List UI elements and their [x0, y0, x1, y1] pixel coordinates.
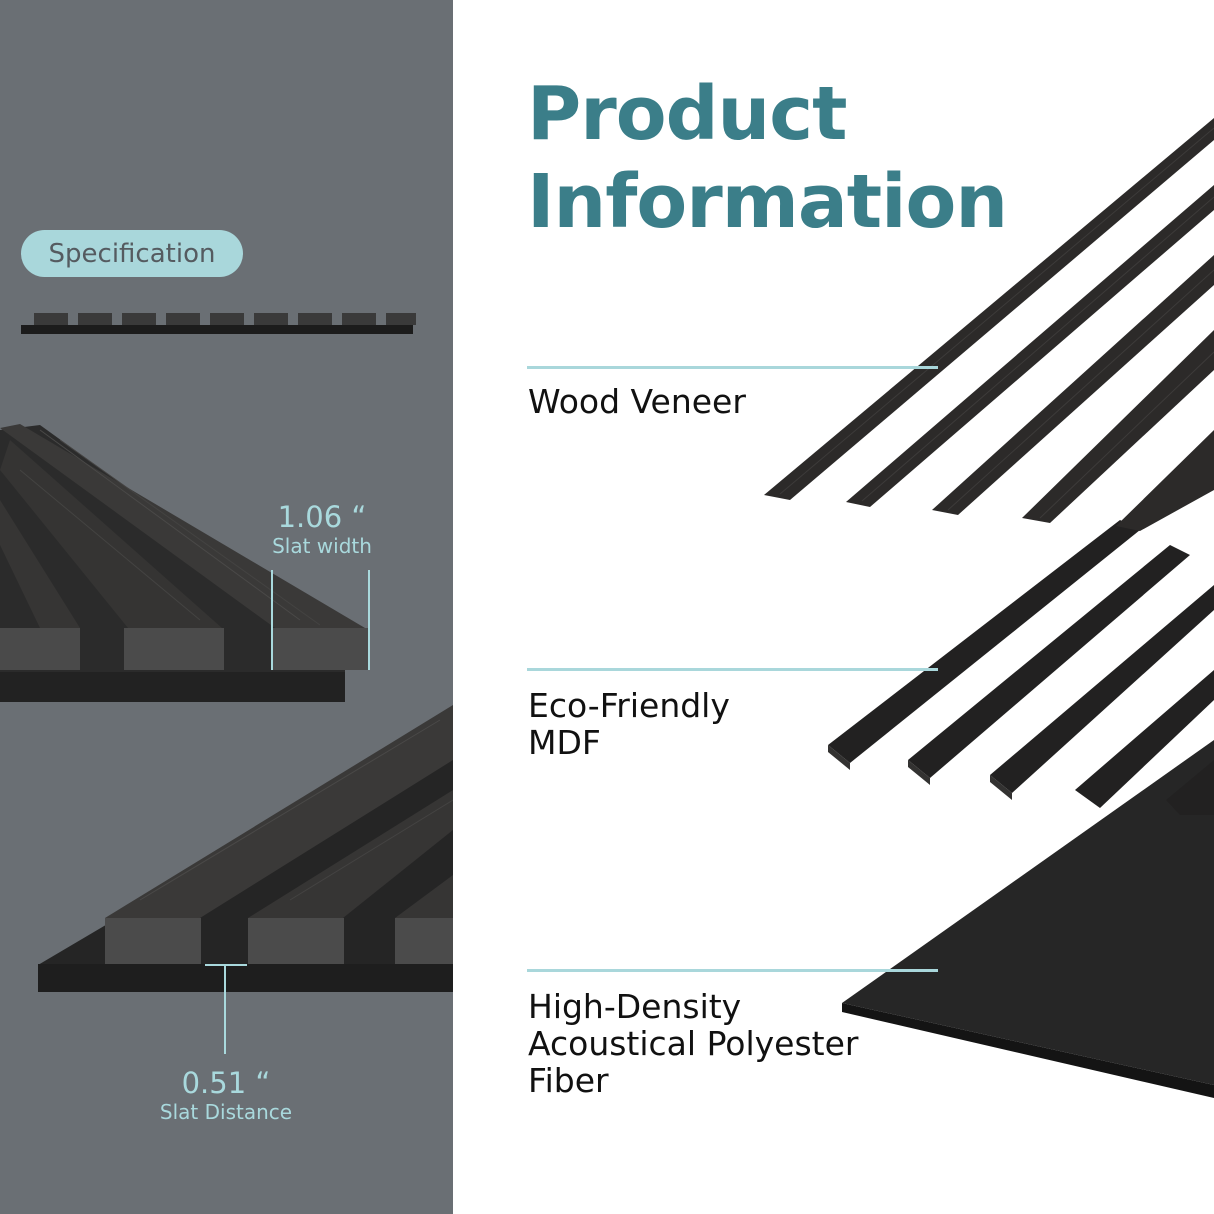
- slat-width-value: 1.06 “: [277, 500, 367, 534]
- polyester-fiber-board: [842, 740, 1214, 1098]
- specification-illustrations: [0, 313, 453, 992]
- specification-panel: Specification: [0, 0, 453, 1214]
- polyester-label-rule: [527, 969, 938, 972]
- slat-distance-dimension-tick: [205, 964, 247, 966]
- panel-profile-icon: [21, 313, 416, 334]
- veneer-label-rule: [527, 366, 938, 369]
- layer-label-mdf: Eco-Friendly MDF: [528, 686, 730, 762]
- specification-badge: Specification: [21, 230, 243, 277]
- slat-distance-dimension-line: [224, 966, 226, 1054]
- layer-label-wood-veneer: Wood Veneer: [528, 382, 746, 421]
- slat-distance-render: [38, 705, 453, 992]
- layer-label-polyester-fiber: High-Density Acoustical Polyester Fiber: [528, 987, 859, 1100]
- slat-width-dimension-line-left: [271, 570, 273, 670]
- slat-width-dimension-line-right: [368, 570, 370, 670]
- page-title: Product Information: [527, 70, 1008, 246]
- slat-distance-value: 0.51 “: [181, 1066, 271, 1100]
- slat-distance-caption: Slat Distance: [159, 1100, 293, 1124]
- title-line-1: Product: [527, 71, 847, 157]
- slat-width-caption: Slat width: [272, 534, 372, 558]
- mdf-slat-ends: [828, 745, 1012, 800]
- slat-width-render: [0, 424, 368, 702]
- mdf-slats: [828, 520, 1214, 815]
- veneer-slats: [764, 118, 1214, 531]
- veneer-grain: [779, 127, 1214, 519]
- mdf-label-rule: [527, 668, 938, 671]
- title-line-2: Information: [527, 159, 1008, 245]
